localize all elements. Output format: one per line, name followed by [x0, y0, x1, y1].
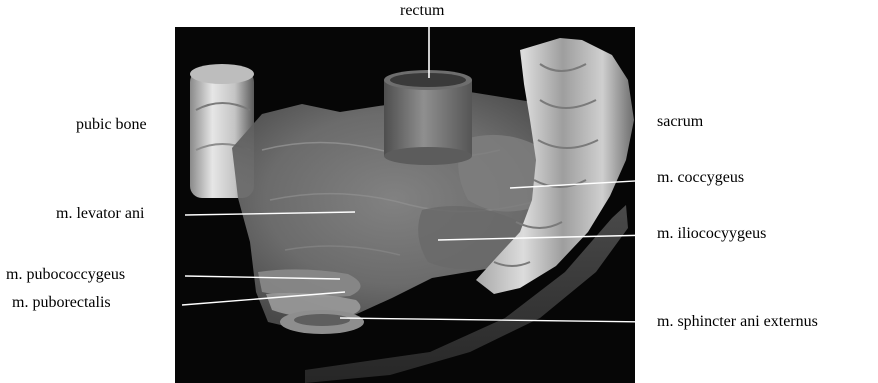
label-iliococcygeus: m. iliococyygeus — [657, 225, 766, 243]
sphincter-ani-externus — [280, 310, 364, 334]
pubococcygeus-muscle — [258, 269, 361, 297]
rectum — [384, 70, 472, 165]
label-rectum: rectum — [400, 2, 444, 20]
label-levator-ani: m. levator ani — [56, 205, 144, 223]
label-puborectalis: m. puborectalis — [12, 294, 111, 312]
label-pubic-bone: pubic bone — [76, 116, 147, 134]
label-sphincter-ani-externus: m. sphincter ani externus — [657, 313, 818, 331]
label-coccygeus: m. coccygeus — [657, 169, 744, 187]
label-sacrum: sacrum — [657, 113, 703, 131]
label-pubococcygeus: m. pubococcygeus — [6, 266, 125, 284]
